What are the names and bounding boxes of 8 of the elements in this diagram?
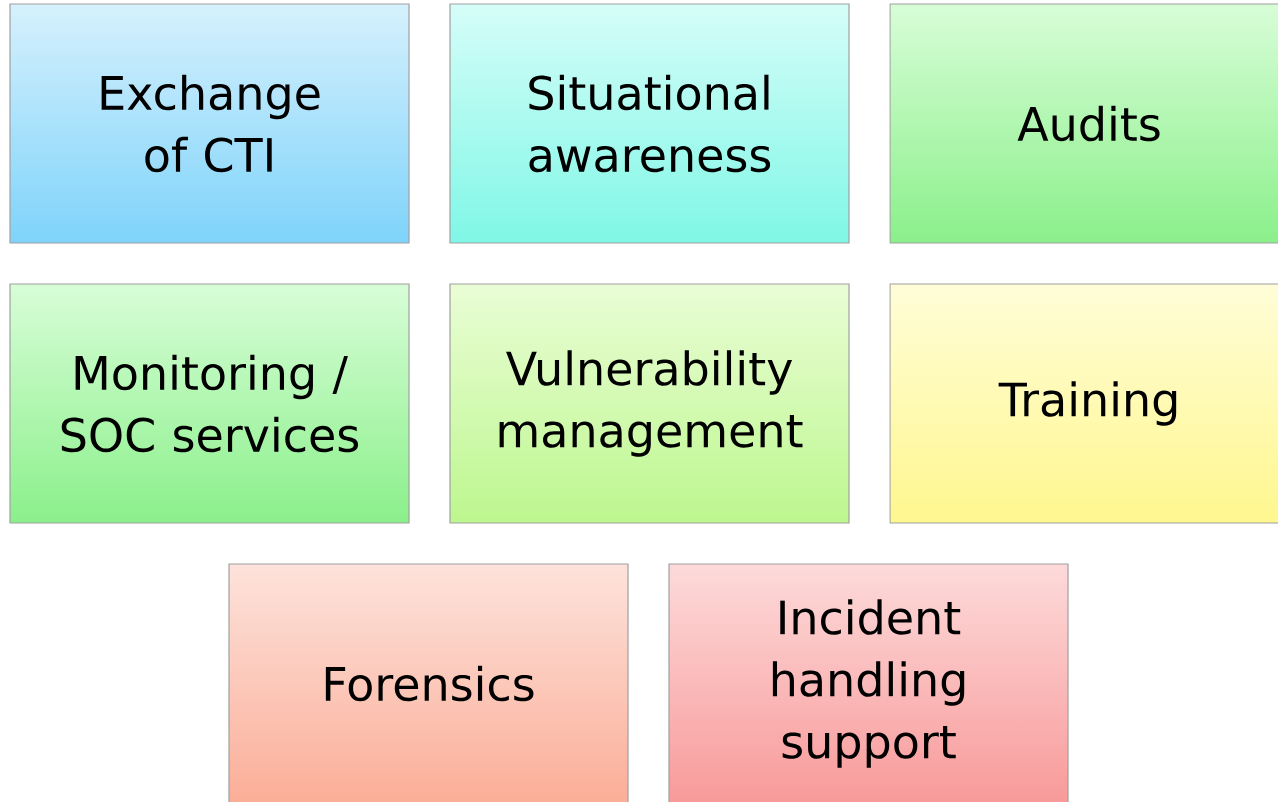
service-box: Audits (889, 3, 1278, 244)
service-box: Forensics (228, 563, 629, 802)
service-box: Situational awareness (449, 3, 850, 244)
service-box: Exchange of CTI (9, 3, 410, 244)
service-box: Training (889, 283, 1278, 524)
service-box: Vulnerability management (449, 283, 850, 524)
service-box: Incident handling support (668, 563, 1069, 802)
service-box: Monitoring / SOC services (9, 283, 410, 524)
